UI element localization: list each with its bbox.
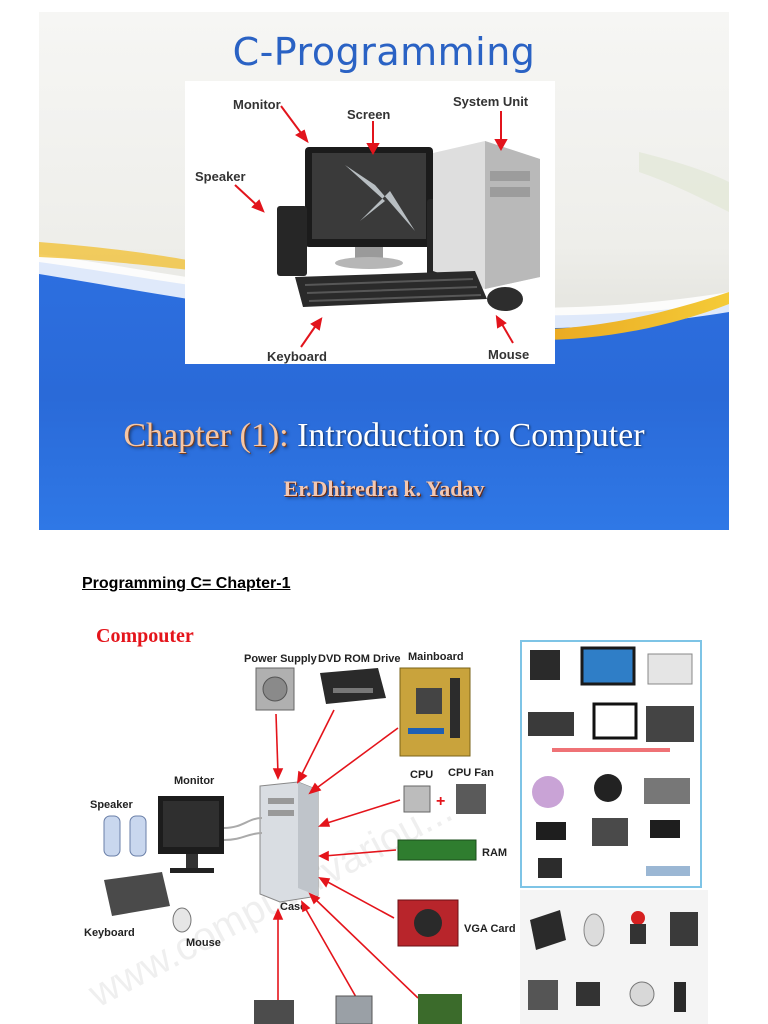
webcam-photo bbox=[594, 774, 622, 802]
projector-photo bbox=[528, 712, 574, 736]
monitor-label: Monitor bbox=[174, 775, 215, 787]
keyboard-shape bbox=[295, 271, 487, 307]
page-heading: Programming C= Chapter-1 bbox=[82, 575, 291, 592]
microphone-photo bbox=[674, 982, 686, 1012]
left-speaker-shape bbox=[277, 206, 307, 276]
title-slide: C-Programming bbox=[39, 12, 729, 530]
touchpad-photo bbox=[670, 912, 698, 946]
pen-drive-photo bbox=[650, 820, 680, 838]
power-supply-image bbox=[255, 667, 295, 711]
speaker-image bbox=[103, 815, 147, 857]
monitor-label: Monitor bbox=[233, 97, 281, 112]
system-unit-label: System Unit bbox=[453, 94, 529, 109]
computer-components-diagram: www.computervariou... Compouter Power Su… bbox=[78, 618, 518, 1024]
drive-image bbox=[254, 1000, 294, 1024]
mouse-label: Mouse bbox=[186, 937, 221, 949]
tablet-photo bbox=[592, 818, 628, 846]
joystick-photo bbox=[631, 911, 645, 925]
plus-sign: + bbox=[436, 793, 445, 810]
webcam-photo bbox=[629, 981, 655, 1007]
mouse-label: Mouse bbox=[488, 347, 529, 362]
cpu-image bbox=[403, 785, 431, 813]
computer-parts-illustration: Monitor Screen System Unit Speaker Keybo… bbox=[185, 81, 555, 364]
scanner-photo bbox=[528, 980, 558, 1010]
monitor-photo bbox=[580, 646, 636, 686]
output-devices-panel bbox=[520, 640, 702, 888]
chapter-number: Chapter (1): bbox=[123, 417, 289, 454]
mainboard-label: Mainboard bbox=[408, 651, 464, 663]
speaker-label: Speaker bbox=[195, 169, 246, 184]
case-label: Case bbox=[280, 901, 306, 913]
mainboard-image bbox=[399, 667, 471, 757]
card-image bbox=[418, 994, 462, 1024]
plotter-photo bbox=[646, 706, 694, 742]
dvd-rom-image bbox=[320, 668, 386, 704]
case-image bbox=[259, 781, 319, 903]
mouse-image bbox=[172, 907, 192, 933]
screen-label: Screen bbox=[347, 107, 390, 122]
camera-photo bbox=[538, 858, 562, 878]
phone-photo bbox=[644, 778, 690, 804]
dvd-rom-label: DVD ROM Drive bbox=[318, 653, 401, 665]
cpu-label: CPU bbox=[410, 769, 433, 781]
cpu-fan-image bbox=[456, 784, 486, 814]
pointer-photo bbox=[576, 982, 600, 1006]
ram-image bbox=[397, 839, 477, 861]
speakers-photo bbox=[530, 650, 560, 680]
keyboard-label: Keyboard bbox=[84, 927, 135, 939]
hard-disk-image bbox=[335, 995, 373, 1024]
power-supply-label: Power Supply bbox=[244, 653, 318, 665]
input-devices-panel bbox=[520, 890, 708, 1024]
keyboard-image bbox=[104, 872, 170, 916]
speaker-label: Speaker bbox=[90, 799, 134, 811]
display-board-photo bbox=[592, 702, 638, 740]
chapter-heading: Chapter (1): Introduction to Computer bbox=[39, 417, 729, 455]
mouse-photo bbox=[583, 913, 605, 947]
usb-photo bbox=[536, 822, 566, 840]
keyboard-label: Keyboard bbox=[267, 349, 327, 364]
chapter-title: Introduction to Computer bbox=[297, 417, 645, 454]
connection-arrows bbox=[272, 709, 419, 1019]
screen-shape bbox=[312, 153, 426, 239]
keyboard-photo bbox=[530, 910, 566, 950]
monitor-image bbox=[158, 796, 224, 873]
cd-photo bbox=[532, 776, 564, 808]
author-name: Er.Dhiredra k. Yadav bbox=[283, 476, 485, 501]
printer-photo bbox=[647, 653, 693, 685]
ram-label: RAM bbox=[482, 847, 507, 859]
figure-title: Compouter bbox=[96, 625, 194, 647]
mouse-shape bbox=[487, 287, 523, 311]
cpu-fan-label: CPU Fan bbox=[448, 767, 494, 779]
slide-title: C-Programming bbox=[232, 30, 536, 74]
vga-card-label: VGA Card bbox=[464, 923, 516, 935]
